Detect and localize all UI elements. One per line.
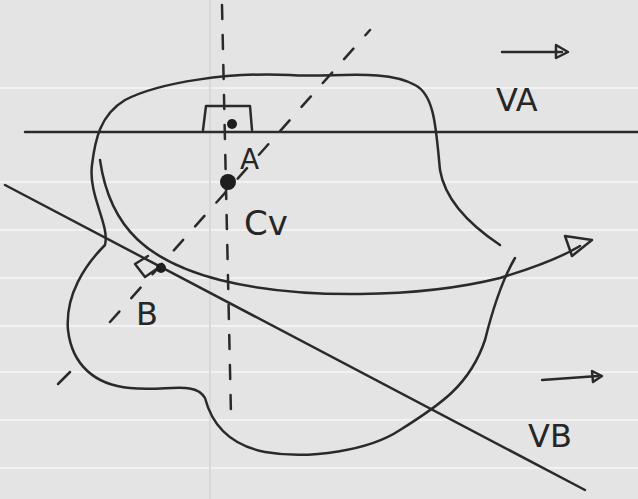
point-label: B: [136, 298, 158, 330]
va-arrow: [502, 51, 562, 54]
point-b: [156, 263, 166, 273]
label-text: B: [136, 295, 158, 333]
label-text: Cv: [244, 203, 288, 243]
label-text: VA: [496, 81, 538, 119]
label-text: A: [240, 143, 259, 176]
label-text: VB: [528, 417, 572, 455]
instant-center: [220, 174, 236, 190]
perpendicular-a: [222, 5, 231, 415]
perpendicular-b: [110, 30, 370, 322]
arrow-head: [565, 236, 592, 256]
velocity-label: VB: [528, 420, 572, 452]
right-angle-b: [135, 256, 158, 277]
velocity-line-b: [5, 185, 585, 490]
motion-arrow: [100, 160, 580, 294]
vb-arrow-head: [592, 371, 602, 382]
velocity-label: VA: [496, 84, 538, 116]
va-arrow-head: [556, 45, 568, 58]
vb-arrow: [542, 376, 598, 380]
right-angle-a: [203, 106, 252, 130]
dash-mark: [58, 372, 70, 384]
velocity-line-a: [25, 131, 638, 134]
center-label: Cv: [244, 206, 288, 240]
point-a: [227, 119, 237, 129]
point-label: A: [240, 146, 259, 174]
